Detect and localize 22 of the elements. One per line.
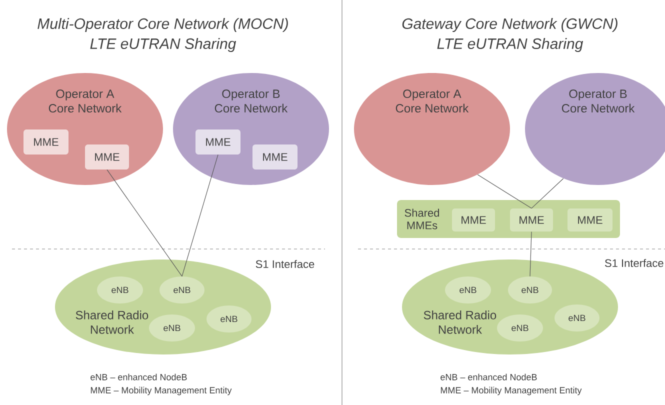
interface-label: S1 Interface	[605, 258, 664, 268]
mme-box: MME	[510, 208, 553, 232]
connector-line	[477, 174, 532, 209]
mme-box: MME	[452, 208, 495, 232]
abbreviation-note: eNB – enhanced NodeB	[440, 374, 537, 380]
connector-line	[530, 231, 532, 277]
mme-box: MME	[568, 208, 612, 232]
panel-title: Multi-Operator Core Network (MOCN)	[38, 18, 288, 32]
connector-line	[531, 178, 564, 209]
interface-label: S1 Interface	[256, 260, 314, 268]
mme-box: MME	[196, 130, 240, 154]
mme-box: MME	[252, 144, 298, 170]
mme-box: MME	[24, 130, 68, 154]
abbreviation-note: MME – Mobility Management Entity	[90, 386, 232, 396]
panel-title: Gateway Core Network (GWCN)	[402, 18, 618, 32]
panel-title: LTE eUTRAN Sharing	[90, 38, 236, 52]
abbreviation-note: MME – Mobility Management Entity	[440, 386, 582, 396]
connector-line	[182, 154, 218, 277]
connector-line	[106, 169, 182, 277]
mme-box: MME	[85, 144, 129, 170]
abbreviation-note: eNB – enhanced NodeB	[90, 374, 187, 380]
panel-title: LTE eUTRAN Sharing	[437, 38, 584, 52]
